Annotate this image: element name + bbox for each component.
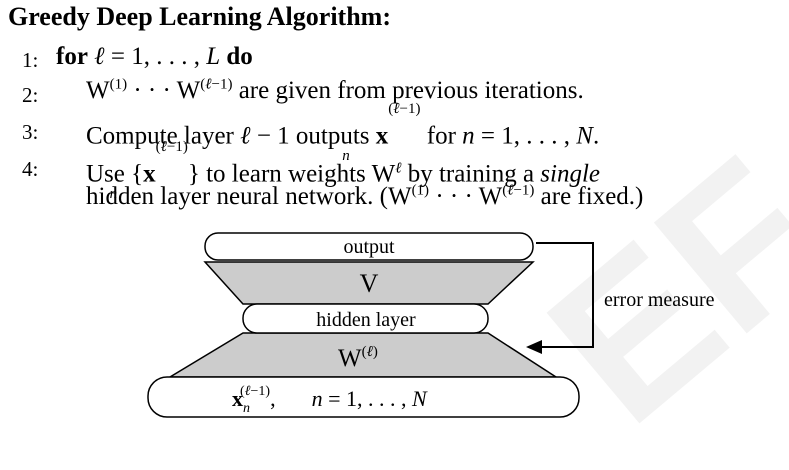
algorithm-title: Greedy Deep Learning Algorithm: [8,2,391,31]
output-layer [204,232,534,261]
step-text: for ℓ = 1, . . . , L do [56,43,253,70]
input-layer [147,376,580,418]
error-feedback-line [536,242,594,348]
step-text: W(1) · · · W(ℓ−1) are given from previou… [86,76,584,104]
hidden-layer [242,303,489,334]
step-text-cont: hidden layer neural network. (W(1) · · ·… [86,182,644,210]
error-measure-label: error measure [604,289,715,311]
step-number: 1: [22,48,39,72]
w-label: W(ℓ) [338,344,378,372]
step-text: Compute layer ℓ − 1 outputs x(ℓ−1)n for … [86,100,600,164]
v-label: V [360,269,379,298]
step-text: Use {x(ℓ−1)n} to learn weights Wℓ by tra… [86,138,601,202]
error-arrowhead [526,340,542,354]
output-label: output [343,236,395,258]
v-weights-trapezoid [203,261,535,305]
step-number: 4: [22,157,39,181]
network-diagram: output V hidden layer W(ℓ) xn(ℓ−1),n = 1… [147,232,715,418]
hidden-layer-label: hidden layer [316,309,416,331]
step-number: 3: [22,120,39,144]
step-number: 2: [22,83,39,107]
